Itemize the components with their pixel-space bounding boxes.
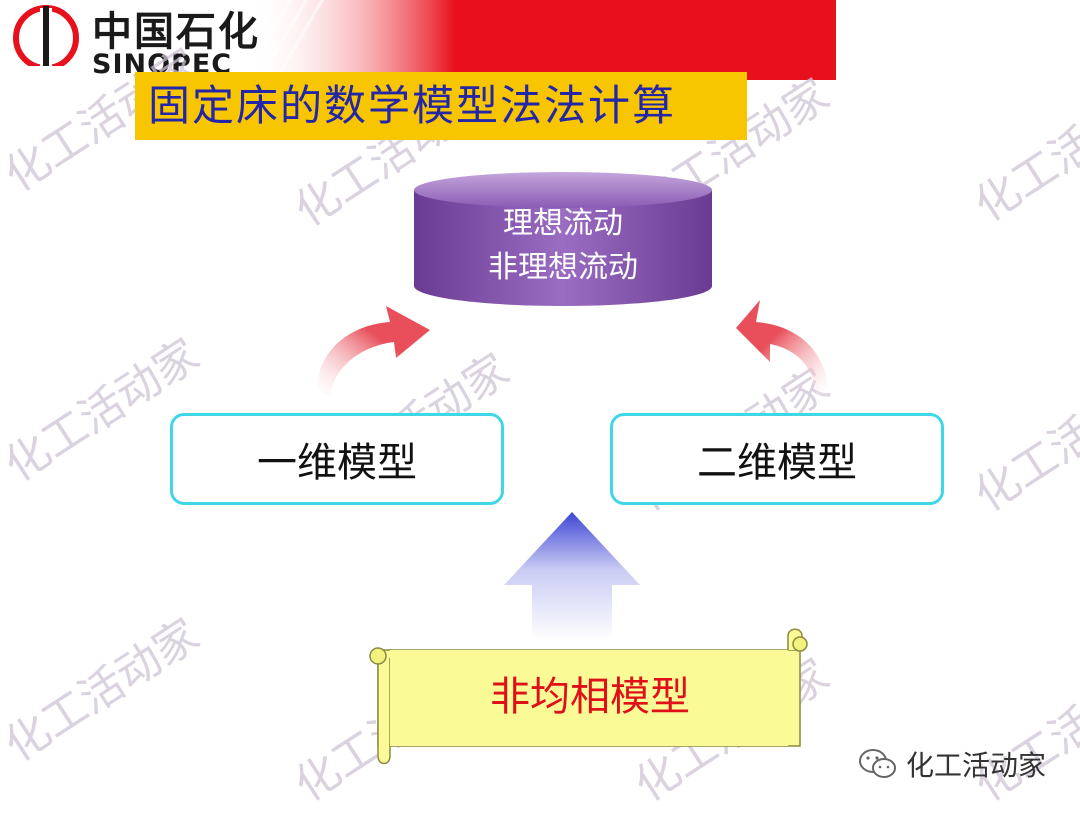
cylinder-shape <box>414 172 712 306</box>
page-title: 固定床的数学模型法法计算 <box>148 81 677 130</box>
two-dimensional-model-label: 二维模型 <box>697 440 857 486</box>
logo-chinese-name: 中国石化 <box>92 8 260 55</box>
two-dimensional-model-box: 二维模型 <box>610 413 944 505</box>
curved-arrow-right <box>736 300 828 395</box>
footer-brand: 化工活动家 <box>858 744 1046 784</box>
header-banner <box>209 0 836 80</box>
wechat-icon <box>859 749 896 778</box>
title-banner <box>135 72 747 140</box>
curved-arrow-left <box>316 306 430 395</box>
sinopec-logo-icon <box>8 5 86 80</box>
cylinder-label-ideal-flow: 理想流动 <box>503 206 623 241</box>
cylinder-label-nonideal-flow: 非理想流动 <box>488 250 638 285</box>
up-arrow <box>504 512 640 640</box>
scroll-banner <box>369 628 808 765</box>
one-dimensional-model-box: 一维模型 <box>170 413 504 505</box>
one-dimensional-model-label: 一维模型 <box>257 440 417 486</box>
heterogeneous-model-label: 非均相模型 <box>490 674 690 720</box>
footer-label: 化工活动家 <box>906 749 1047 782</box>
